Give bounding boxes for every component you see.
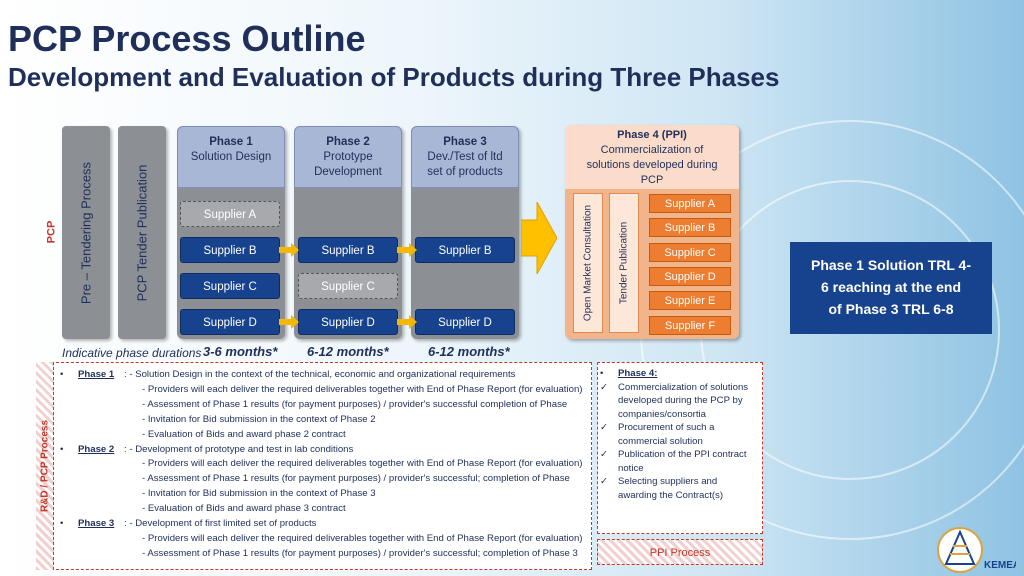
list-item: - Evaluation of Bids and award phase 2 c… [142,428,346,440]
pre-tendering-column: Pre – Tendering Process [62,126,110,339]
list-item: - Invitation for Bid submission in the c… [142,488,376,500]
page-title: PCP Process Outline [8,18,366,59]
tender-publication-ppi-column: Tender Publication [609,193,639,333]
ppi-supplier-c: Supplier C [649,243,731,262]
pre-tendering-label: Pre – Tendering Process [78,161,94,304]
ppi-supplier-a: Supplier A [649,194,731,213]
phase-3-supplier-d: Supplier D [415,309,515,335]
list-item: ✓Selecting suppliers and awarding the Co… [600,476,724,501]
list-item: - Assessment of Phase 1 results (for pay… [142,398,568,410]
list-item: •Phase 3: - Development of first limited… [60,518,317,530]
phase-1-duration: 3-6 months* [203,344,278,359]
phase-1-desc: Solution Design [190,151,272,163]
rd-pcp-process-label: R&D / PCP Process [39,419,51,513]
ppi-supplier-d: Supplier D [649,267,731,286]
trl-line-1: Phase 1 Solution TRL 4- [811,257,971,273]
phase-3-duration: 6-12 months* [428,344,510,359]
list-item: - Invitation for Bid submission in the c… [142,413,376,425]
ppi-supplier-e: Supplier E [649,291,731,310]
phase-1-supplier-d: Supplier D [180,309,280,335]
list-item: ✓Procurement of such a commercial soluti… [600,422,715,447]
phase-3-column: Phase 3 Dev./Test of ltd set of products [411,126,519,339]
list-item: - Assessment of Phase 1 results (for pay… [142,473,570,485]
list-item: - Assessment of Phase 1 results (for pay… [142,547,578,559]
list-item: - Providers will each deliver the requir… [142,532,583,544]
trl-line-3: of Phase 3 TRL 6-8 [828,301,954,317]
ppi-process-label: PPI Process [597,539,763,565]
rd-pcp-process-strip [36,362,54,570]
page-subtitle: Development and Evaluation of Products d… [8,62,780,92]
phase-2-supplier-d: Supplier D [298,309,398,335]
phase-3-supplier-b: Supplier B [415,237,515,263]
phase-2-supplier-b: Supplier B [298,237,398,263]
arrow-right-icon [397,243,417,257]
rd-pcp-process-box [36,362,592,570]
ppi-desc-2: solutions developed during [586,159,718,171]
rd-process-list: •Phase 1: - Solution Design in the conte… [60,368,582,562]
kemea-logo: KEMEA [937,527,1016,573]
trl-info-box: Phase 1 Solution TRL 4- 6 reaching at th… [790,242,992,334]
phase-3-desc-1: Dev./Test of ltd [427,151,503,163]
phase-1-supplier-a: Supplier A [180,201,280,227]
tender-publication-label: PCP Tender Publication [134,164,150,301]
list-item: - Providers will each deliver the requir… [142,383,583,395]
ppi-list: •Phase 4: ✓Commercialization of solution… [600,367,758,502]
tender-publication-column: PCP Tender Publication [118,126,166,339]
phase-2-column: Phase 2 Prototype Development [294,126,402,339]
ppi-name: Phase 4 (PPI) [617,129,687,141]
phase-2-desc-1: Prototype [323,151,373,163]
logo-text: KEMEA [984,560,1016,571]
ppi-desc-1: Commercialization of [600,144,704,156]
ppi-supplier-b: Supplier B [649,218,731,237]
ppi-header: Phase 4 (PPI) Commercialization of solut… [565,125,739,189]
ppi-phase-box: Phase 4 (PPI) Commercialization of solut… [565,125,739,339]
phase-1-supplier-b: Supplier B [180,237,280,263]
phase-2-supplier-c: Supplier C [298,273,398,299]
list-item: •Phase 2: - Development of prototype and… [60,443,354,455]
list-item: ✓Commercialization of solutions develope… [600,381,749,420]
list-item: ✓Publication of the PPI contract notice [600,449,747,474]
tender-publication-ppi-label: Tender Publication [618,221,630,305]
phase-1-name: Phase 1 [209,136,253,148]
big-arrow-right-icon [521,202,557,274]
phase-3-name: Phase 3 [443,136,487,148]
open-market-consultation-column: Open Market Consultation [573,193,603,333]
ppi-supplier-f: Supplier F [649,316,731,335]
phase-1-column: Phase 1 Solution Design [177,126,285,339]
list-item: •Phase 1: - Solution Design in the conte… [60,369,516,380]
pcp-label: PCP [45,220,58,244]
trl-line-2: 6 reaching at the end [820,279,962,295]
list-item: - Evaluation of Bids and award phase 3 c… [142,503,346,515]
open-market-consultation-label: Open Market Consultation [582,204,594,322]
phase-2-duration: 6-12 months* [307,344,389,359]
ppi-desc-3: PCP [640,174,664,186]
phase-2-name: Phase 2 [326,136,370,148]
phase-2-header: Phase 2 Prototype Development [294,126,402,188]
phase-1-header: Phase 1 Solution Design [177,126,285,188]
list-item: •Phase 4: [600,368,658,379]
phase-3-header: Phase 3 Dev./Test of ltd set of products [411,126,519,188]
phase-2-desc-2: Development [314,166,382,178]
phase-3-desc-2: set of products [427,166,503,178]
arrow-right-icon [279,315,299,329]
phase-1-supplier-c: Supplier C [180,273,280,299]
arrow-right-icon [279,243,299,257]
list-item: - Providers will each deliver the requir… [142,458,583,470]
ppi-list-box [597,362,763,534]
durations-label: Indicative phase durations [62,346,202,360]
arrow-right-icon [397,315,417,329]
